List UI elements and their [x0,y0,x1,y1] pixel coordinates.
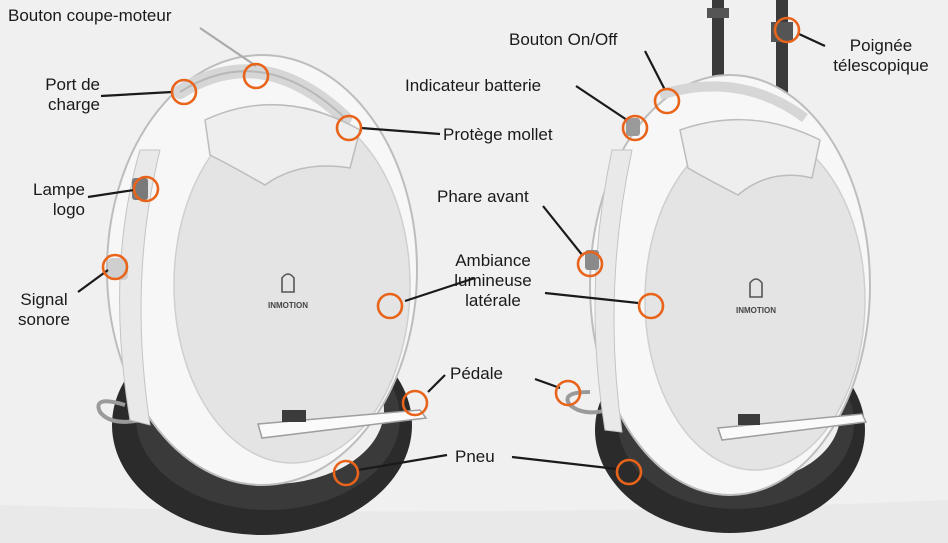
leader-signal-sonore [77,269,109,293]
label-poignee-line1: Poignée [849,36,913,55]
label-port-de-charge-line2: charge [48,95,100,114]
telescopic-joint-1 [707,8,729,18]
pedal-right [716,413,868,441]
leader-indicateur-batterie [575,85,628,121]
ring-pedale-left [401,389,429,417]
logo-text-left: INMOTION [268,301,308,310]
inmotion-logo-icon-right [749,278,763,298]
kickstand-left [96,399,151,424]
label-protege-mollet: Protège mollet [443,125,553,144]
leader-ambiance-right [544,291,639,305]
callout-rings [101,16,801,487]
ring-protege-mollet [335,114,363,142]
label-bouton-on-off: Bouton On/Off [509,30,618,49]
leader-bouton-coupe-moteur [199,27,257,67]
ring-bouton-coupe-moteur [242,62,270,90]
ring-poignee [773,16,801,44]
ring-phare-avant [576,250,604,278]
label-pneu: Pneu [455,447,495,466]
label-bouton-coupe-moteur: Bouton coupe-moteur [8,6,172,25]
leader-bouton-on-off [644,50,666,91]
carry-handle-edge-left [179,70,346,119]
label-signal-sonore-line1: Signal [20,290,68,309]
ring-ambiance-left [376,292,404,320]
leader-lampe-logo [87,188,135,199]
label-ambiance-line1: Ambiance [455,251,531,270]
calf-guard-left [204,103,361,186]
unicycle-left: INMOTION [96,54,428,535]
front-edge-left [119,149,161,426]
battery-indicator-right [626,118,640,136]
label-ambiance-lumineuse-laterale: Ambiance lumineuse latérale [438,251,548,311]
ring-signal-sonore [101,253,129,281]
label-lampe-logo-line2: logo [52,200,85,219]
front-edge-right [594,149,633,433]
carry-handle-right [658,81,808,123]
pedal-mount-left [282,410,306,422]
inmotion-logo-icon-left [281,273,295,293]
pedal-mount-right [738,414,760,425]
label-poignee-line2: télescopique [833,56,929,75]
headlight-right [585,250,599,270]
label-port-de-charge: Port de charge [30,75,100,115]
ring-pedale-right [554,379,582,407]
unicycle-right: INMOTION [565,0,871,533]
leader-pedale-right [534,377,561,390]
ring-port-de-charge [170,78,198,106]
ring-bouton-on-off [653,87,681,115]
leader-pneu-right [511,455,618,471]
label-signal-sonore-line2: sonore [18,310,70,329]
label-port-de-charge-line1: Port de [45,75,100,94]
label-signal-sonore: Signal sonore [4,290,84,330]
leader-ambiance-left [404,276,476,303]
leader-poignee [798,33,826,47]
ring-pneu-right [615,458,643,486]
label-phare-avant: Phare avant [437,187,529,206]
label-lampe-logo: Lampe logo [10,180,85,220]
ring-ambiance-right [637,292,665,320]
label-lampe-logo-line1: Lampe [33,180,85,199]
label-poignee-telescopique: Poignée télescopique [818,36,944,76]
ring-indicateur-batterie [621,114,649,142]
label-ambiance-line2: lumineuse [454,271,532,290]
leader-pedale-left [427,374,446,393]
ring-pneu-left [332,459,360,487]
logo-text-right: INMOTION [736,306,776,315]
leader-port-de-charge [100,90,173,98]
label-pedale: Pédale [450,364,503,383]
pedal-left [257,409,428,439]
leader-pneu-left [357,453,448,472]
ring-lampe-logo [132,175,160,203]
leader-phare-avant [542,205,584,257]
label-indicateur-batterie: Indicateur batterie [405,76,542,95]
leader-lines [77,27,826,472]
calf-guard-right [679,118,821,196]
leader-protege-mollet [360,126,441,136]
label-ambiance-line3: latérale [465,291,521,310]
